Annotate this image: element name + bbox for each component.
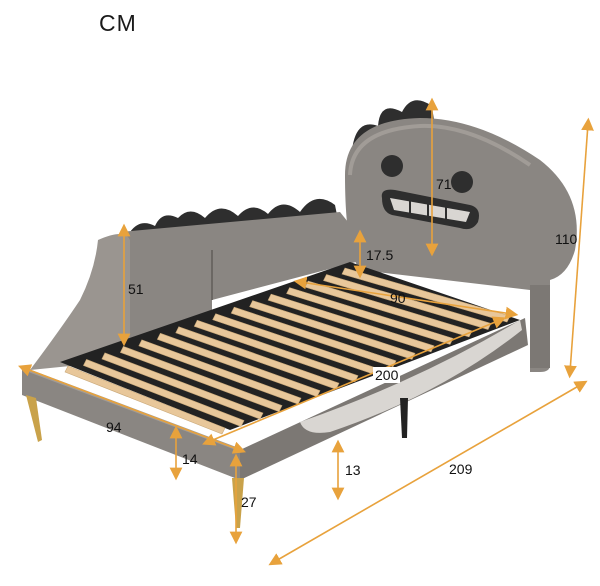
dim-line-total-height (564, 117, 594, 379)
dim-line-total-length (268, 380, 588, 566)
dim-line-inner-width (293, 276, 519, 320)
dim-label-inner-width: 90 (390, 290, 406, 306)
dim-label-side-height: 51 (128, 281, 144, 297)
dimension-lines (18, 97, 594, 566)
dim-label-clearance: 13 (345, 462, 361, 478)
dim-label-outer-width: 94 (106, 419, 122, 435)
dim-label-rail-height: 14 (182, 451, 198, 467)
leg-center (400, 398, 408, 438)
unit-label: CM (99, 10, 137, 36)
left-eye (381, 155, 403, 177)
dim-label-inner-length: 200 (373, 367, 401, 383)
head-shape (345, 118, 577, 372)
leg-front-left (26, 395, 42, 442)
dim-label-total-length: 209 (449, 461, 473, 477)
dim-label-gap: 17.5 (366, 247, 394, 263)
side-back-panel (30, 198, 357, 370)
right-eye (451, 171, 473, 193)
dim-line-outer-width (18, 364, 246, 454)
armrest (30, 234, 130, 370)
dim-label-leg-height: 27 (241, 494, 257, 510)
dim-label-headboard: 71 (436, 176, 452, 192)
dim-label-total-height: 110 (555, 231, 578, 247)
back-panel (116, 212, 357, 352)
